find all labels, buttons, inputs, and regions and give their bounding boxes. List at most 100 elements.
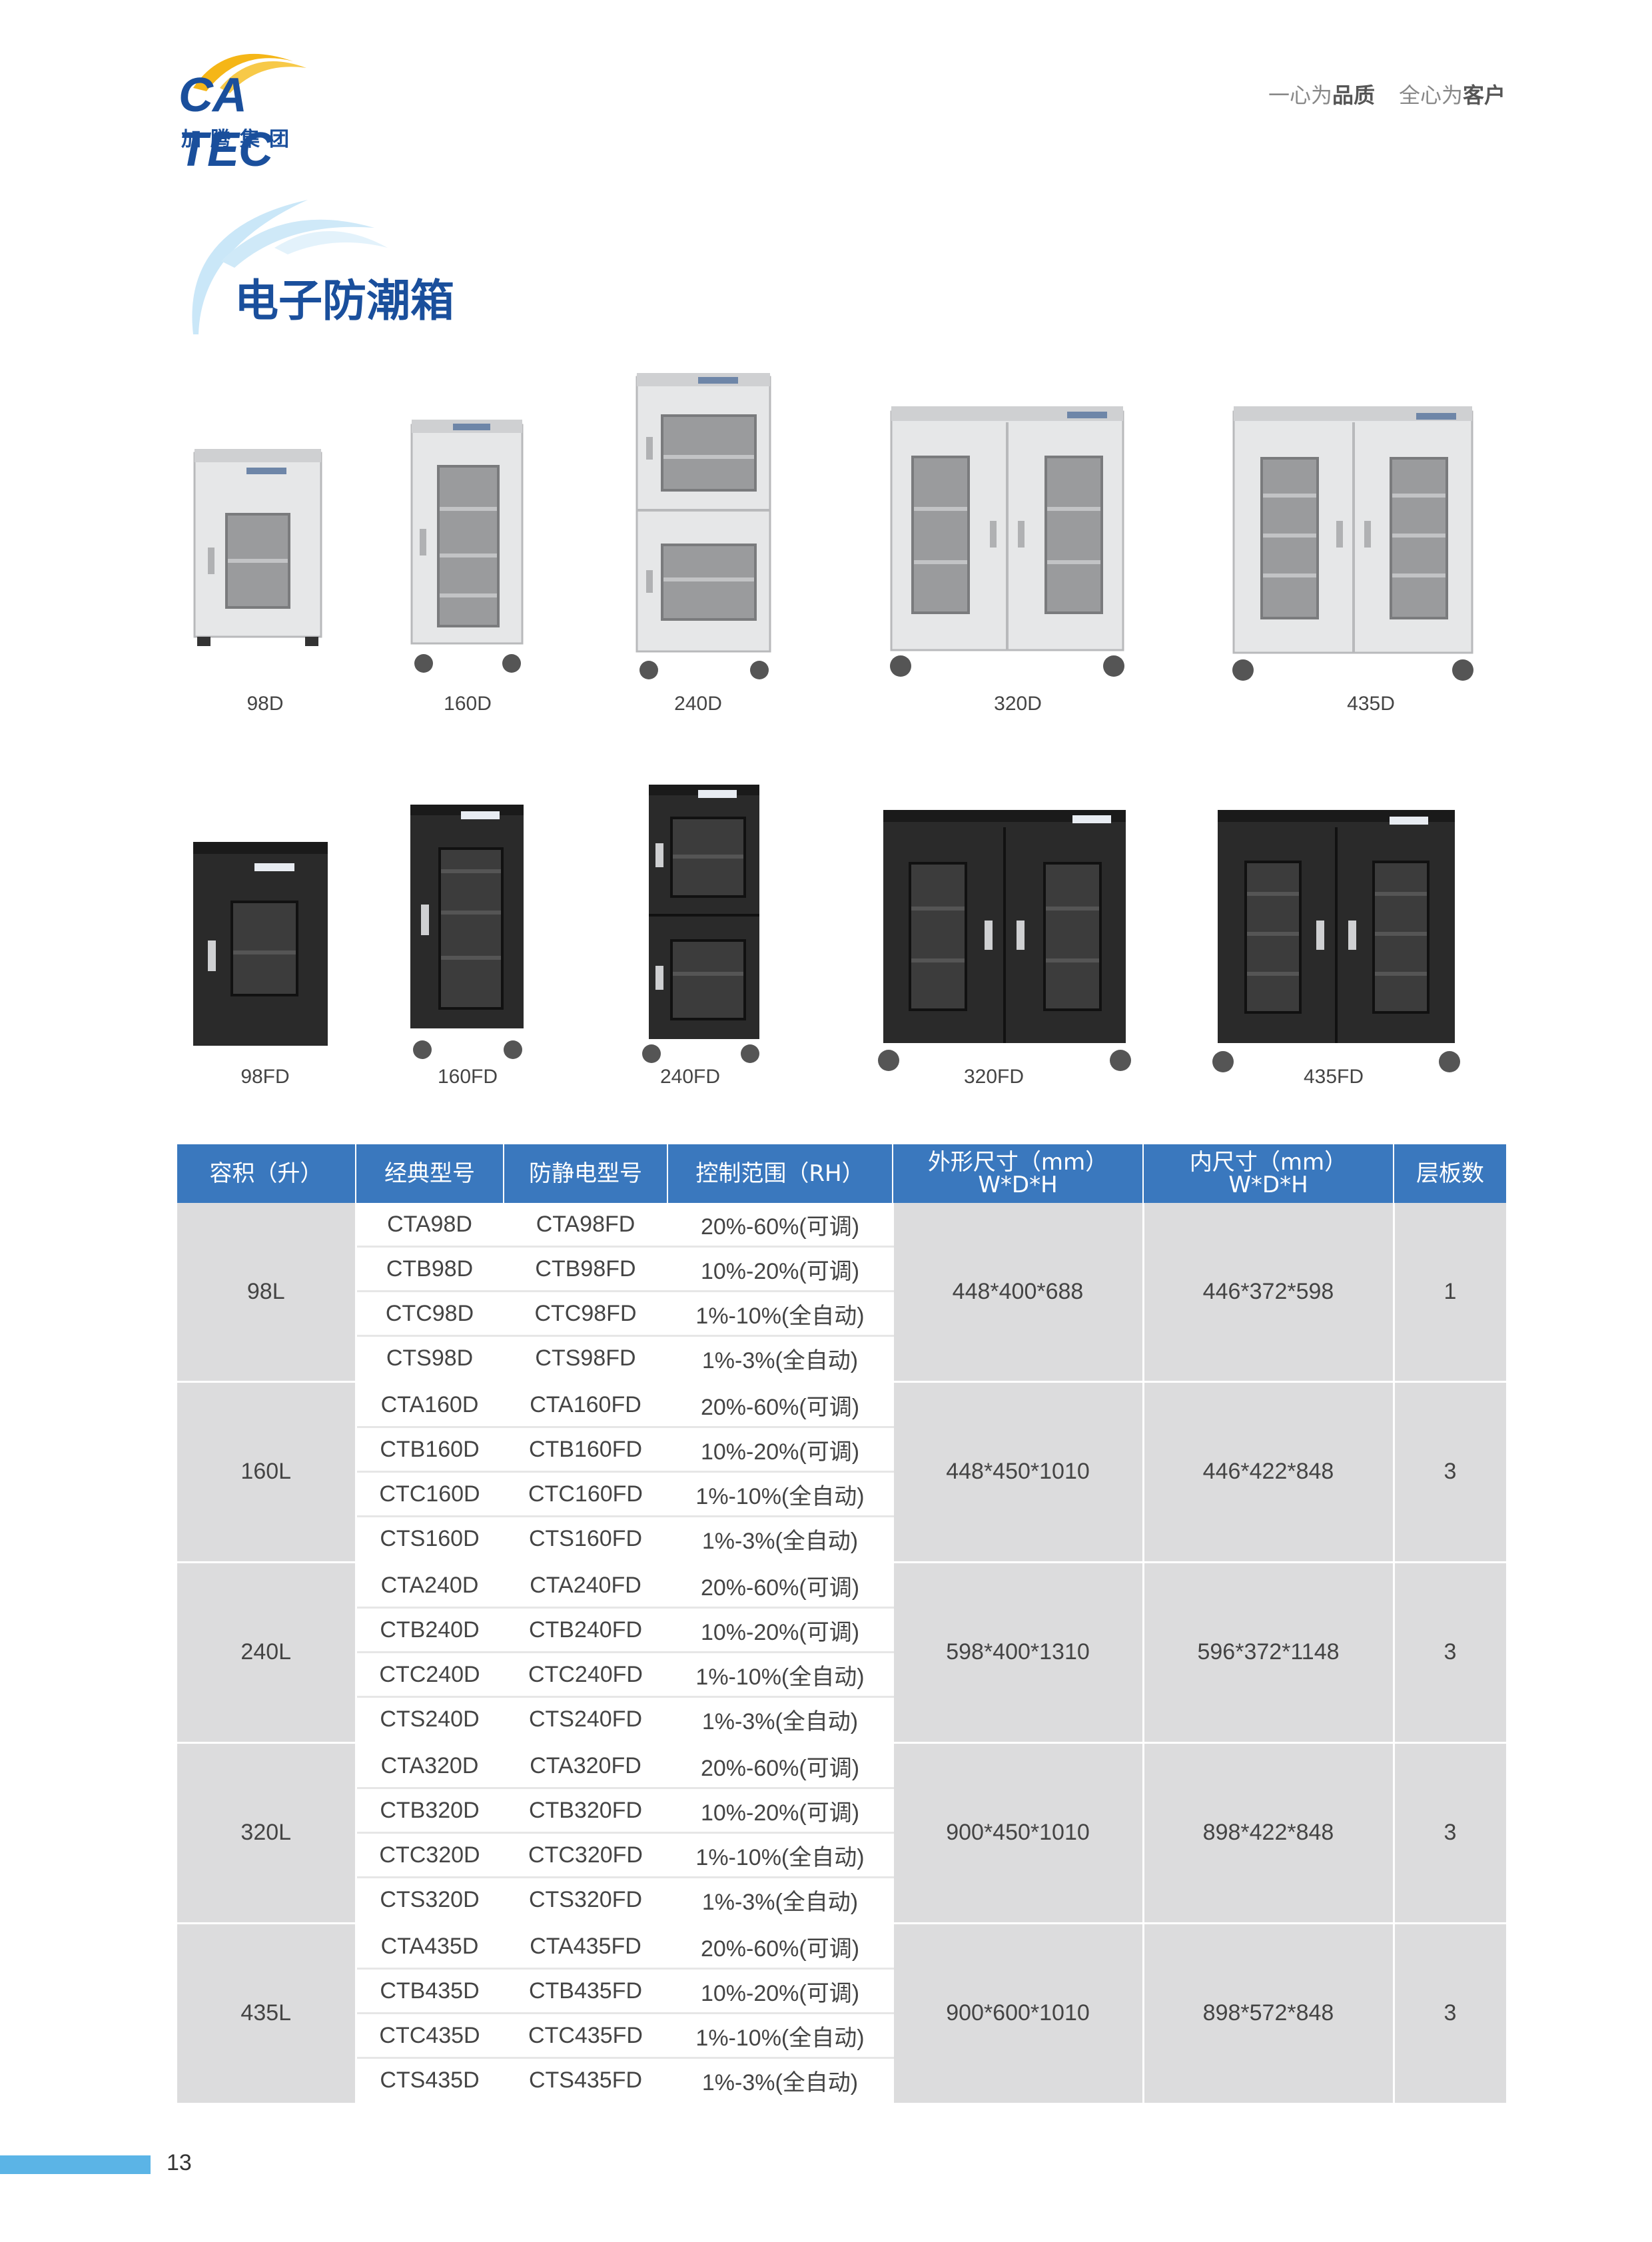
cell-rh-range: 1%-10%(全自动): [667, 1652, 894, 1698]
cell-rh-range: 10%-20%(可调): [667, 1968, 894, 2014]
page-title: 电子防潮箱: [234, 275, 454, 326]
cell-inner-size: 596*372*1148: [1143, 1562, 1395, 1744]
brand-name-cn: 加腾集团: [181, 128, 298, 151]
cabinet-98fd-image: [193, 842, 328, 1046]
cell-rh-range: 20%-60%(可调): [667, 1742, 894, 1789]
cell-rh-range: 1%-3%(全自动): [667, 1335, 894, 1383]
product-label-435fd: 435FD: [1303, 1066, 1364, 1088]
cell-shelves: 3: [1394, 1742, 1508, 1924]
cell-inner-size: 898*572*848: [1143, 1923, 1395, 2105]
cell-inner-size: 898*422*848: [1143, 1742, 1395, 1924]
cell-outer-size: 900*450*1010: [893, 1742, 1144, 1924]
cell-esd-model: CTS98FD: [504, 1335, 669, 1383]
product-label-320fd: 320FD: [963, 1066, 1025, 1088]
cell-rh-range: 10%-20%(可调): [667, 1607, 894, 1653]
cell-rh-range: 1%-3%(全自动): [667, 1516, 894, 1564]
cell-esd-model: CTA320FD: [504, 1742, 669, 1789]
cell-capacity: 435L: [177, 1923, 357, 2105]
cell-esd-model: CTB320FD: [504, 1788, 669, 1834]
cell-shelves: 3: [1394, 1381, 1508, 1563]
product-label-160d: 160D: [444, 693, 492, 715]
cell-esd-model: CTA98FD: [504, 1203, 669, 1248]
footer-bar: [0, 2155, 151, 2174]
cell-esd-model: CTB160FD: [504, 1427, 669, 1473]
cell-esd-model: CTA240FD: [504, 1562, 669, 1609]
cell-esd-model: CTB240FD: [504, 1607, 669, 1653]
cell-rh-range: 20%-60%(可调): [667, 1923, 894, 1970]
cell-rh-range: 20%-60%(可调): [667, 1203, 894, 1248]
cell-shelves: 3: [1394, 1923, 1508, 2105]
cell-outer-size: 598*400*1310: [893, 1562, 1144, 1744]
cell-classic-model: CTA320D: [356, 1742, 505, 1789]
cell-classic-model: CTS435D: [356, 2057, 505, 2105]
title-arc-icon: [192, 200, 388, 334]
spec-table: 容积（升） 经典型号 防静电型号 控制范围（RH） 外形尺寸（mm）W*D*H …: [177, 1144, 1508, 2105]
cell-inner-size: 446*422*848: [1143, 1381, 1395, 1563]
cell-rh-range: 1%-10%(全自动): [667, 1471, 894, 1517]
header-classic-model: 经典型号: [356, 1144, 504, 1203]
cabinet-320fd-image: [878, 810, 1131, 1071]
table-header-row: 容积（升） 经典型号 防静电型号 控制范围（RH） 外形尺寸（mm）W*D*H …: [177, 1144, 1507, 1203]
cell-esd-model: CTB435FD: [504, 1968, 669, 2014]
cell-capacity: 240L: [177, 1562, 357, 1744]
cell-esd-model: CTC240FD: [504, 1652, 669, 1698]
cell-shelves: 3: [1394, 1562, 1508, 1744]
cell-classic-model: CTC320D: [356, 1832, 505, 1878]
cell-classic-model: CTB320D: [356, 1788, 505, 1834]
cell-classic-model: CTC98D: [356, 1291, 505, 1337]
cell-classic-model: CTB98D: [356, 1246, 505, 1292]
cabinet-435fd-image: [1212, 810, 1460, 1072]
cell-capacity: 320L: [177, 1742, 357, 1924]
cell-classic-model: CTC435D: [356, 2013, 505, 2059]
cell-esd-model: CTC98FD: [504, 1291, 669, 1337]
cell-esd-model: CTC320FD: [504, 1832, 669, 1878]
cell-esd-model: CTS435FD: [504, 2057, 669, 2105]
product-label-320d: 320D: [994, 693, 1042, 715]
cell-classic-model: CTC240D: [356, 1652, 505, 1698]
header-inner-size: 内尺寸（mm）W*D*H: [1143, 1144, 1394, 1203]
cell-esd-model: CTS240FD: [504, 1696, 669, 1744]
cell-classic-model: CTS320D: [356, 1877, 505, 1925]
cell-classic-model: CTS98D: [356, 1335, 505, 1383]
cell-rh-range: 1%-10%(全自动): [667, 2013, 894, 2059]
product-label-160fd: 160FD: [437, 1066, 498, 1088]
cell-classic-model: CTA240D: [356, 1562, 505, 1609]
cell-rh-range: 10%-20%(可调): [667, 1246, 894, 1292]
cell-esd-model: CTC435FD: [504, 2013, 669, 2059]
header-capacity: 容积（升）: [177, 1144, 356, 1203]
cell-classic-model: CTA435D: [356, 1923, 505, 1970]
header-shelves: 层板数: [1394, 1144, 1507, 1203]
cell-esd-model: CTA160FD: [504, 1381, 669, 1428]
cabinet-240fd-image: [642, 785, 759, 1063]
cell-outer-size: 448*400*688: [893, 1203, 1144, 1383]
cell-esd-model: CTB98FD: [504, 1246, 669, 1292]
cell-classic-model: CTS160D: [356, 1516, 505, 1564]
header-rh-range: 控制范围（RH）: [667, 1144, 893, 1203]
cell-classic-model: CTB240D: [356, 1607, 505, 1653]
product-label-240d: 240D: [674, 693, 722, 715]
cell-classic-model: CTB435D: [356, 1968, 505, 2014]
brand-name: CA TEC: [179, 69, 273, 177]
cell-rh-range: 20%-60%(可调): [667, 1562, 894, 1609]
cell-esd-model: CTS160FD: [504, 1516, 669, 1564]
cell-inner-size: 446*372*598: [1143, 1203, 1395, 1383]
cabinet-435d-image: [1232, 406, 1473, 681]
cell-outer-size: 900*600*1010: [893, 1923, 1144, 2105]
cell-rh-range: 10%-20%(可调): [667, 1788, 894, 1834]
slogan: 一心为品质全心为客户: [1268, 83, 1505, 108]
